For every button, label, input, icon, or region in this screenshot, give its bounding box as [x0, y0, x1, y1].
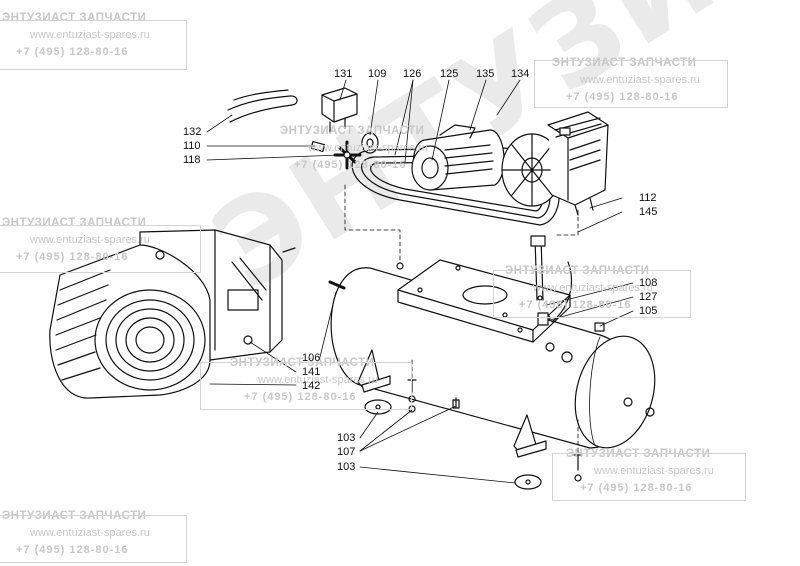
nipple-fitting — [310, 140, 326, 153]
belt-guard — [49, 229, 296, 399]
compressor-pump — [501, 111, 609, 216]
callout-103-lower: 103 — [337, 461, 356, 473]
watermark-block: ЭНТУЗИАСТ ЗАПЧАСТИ www.entuziast-spares.… — [566, 446, 714, 497]
callout-110: 110 — [183, 140, 201, 152]
watermark-phone: +7 (495) 128-80-16 — [16, 46, 129, 58]
watermark-phone: +7 (495) 128-80-16 — [566, 91, 679, 103]
callout-127: 127 — [639, 291, 658, 303]
watermark-phone: +7 (495) 128-80-16 — [519, 299, 632, 311]
callout-106: 106 — [302, 352, 321, 364]
watermark-block: ЭНТУЗИАСТ ЗАПЧАСТИ www.entuziast-spares.… — [2, 508, 150, 559]
watermark-company: ЭНТУЗИАСТ ЗАПЧАСТИ — [2, 510, 147, 522]
air-tank — [330, 262, 656, 449]
callout-141: 141 — [302, 366, 321, 378]
pressure-switch — [321, 87, 358, 133]
watermark-website: www.entuziast-spares.ru — [533, 282, 653, 294]
watermark-website: www.entuziast-spares.ru — [594, 465, 714, 477]
watermark-company: ЭНТУЗИАСТ ЗАПЧАСТИ — [505, 265, 650, 277]
watermark-phone: +7 (495) 128-80-16 — [16, 251, 129, 263]
rubber-pad-upper — [364, 399, 392, 415]
watermark-phone: +7 (495) 128-80-16 — [294, 159, 407, 171]
watermark-block: ЭНТУЗИАСТ ЗАПЧАСТИ www.entuziast-spares.… — [2, 215, 150, 266]
callout-142: 142 — [302, 380, 321, 392]
watermark-block: ЭНТУЗИАСТ ЗАПЧАСТИ www.entuziast-spares.… — [230, 355, 378, 406]
tank-foot-left — [357, 349, 391, 393]
watermark-website: www.entuziast-spares.ru — [30, 234, 150, 246]
leader-lines — [206, 79, 634, 484]
callout-118: 118 — [183, 154, 201, 166]
electric-motor — [411, 124, 505, 191]
rubber-pad-lower — [514, 474, 542, 490]
callout-126: 126 — [403, 68, 422, 80]
callout-103-upper: 103 — [337, 432, 356, 444]
watermark-phone: +7 (495) 128-80-16 — [16, 544, 129, 556]
watermark-website: www.entuziast-spares.ru — [30, 527, 150, 539]
watermark-company: ЭНТУЗИАСТ ЗАПЧАСТИ — [2, 12, 147, 24]
callout-145: 145 — [639, 206, 658, 218]
watermark-company: ЭНТУЗИАСТ ЗАПЧАСТИ — [280, 125, 425, 137]
watermark-company: ЭНТУЗИАСТ ЗАПЧАСТИ — [2, 217, 147, 229]
watermark-website: www.entuziast-spares.ru — [30, 29, 150, 41]
callout-135: 135 — [476, 68, 495, 80]
watermark-block: ЭНТУЗИАСТ ЗАПЧАСТИ www.entuziast-spares.… — [280, 123, 428, 174]
watermark-website: www.entuziast-spares.ru — [258, 374, 378, 386]
callout-125: 125 — [440, 68, 459, 80]
tank-foot-right — [513, 414, 547, 458]
watermark-website: www.entuziast-spares.ru — [308, 142, 428, 154]
watermark-phone: +7 (495) 128-80-16 — [244, 391, 357, 403]
power-cable — [227, 89, 298, 123]
tank-fittings — [537, 312, 605, 352]
watermark-block: ЭНТУЗИАСТ ЗАПЧАСТИ www.entuziast-spares.… — [2, 10, 150, 61]
watermark-company: ЭНТУЗИАСТ ЗАПЧАСТИ — [566, 448, 711, 460]
watermark-website: www.entuziast-spares.ru — [580, 74, 700, 86]
callout-112: 112 — [639, 192, 657, 204]
callout-108: 108 — [639, 277, 658, 289]
drain-fitting — [328, 280, 346, 290]
callout-105: 105 — [639, 305, 658, 317]
watermark-phone: +7 (495) 128-80-16 — [580, 482, 693, 494]
callout-109: 109 — [368, 68, 387, 80]
watermark-block: ЭНТУЗИАСТ ЗАПЧАСТИ www.entuziast-spares.… — [505, 263, 653, 314]
watermark-company: ЭНТУЗИАСТ ЗАПЧАСТИ — [230, 357, 375, 369]
callout-131: 131 — [334, 68, 353, 80]
callout-107: 107 — [337, 446, 356, 458]
callout-132: 132 — [183, 126, 202, 138]
callout-134: 134 — [511, 68, 530, 80]
